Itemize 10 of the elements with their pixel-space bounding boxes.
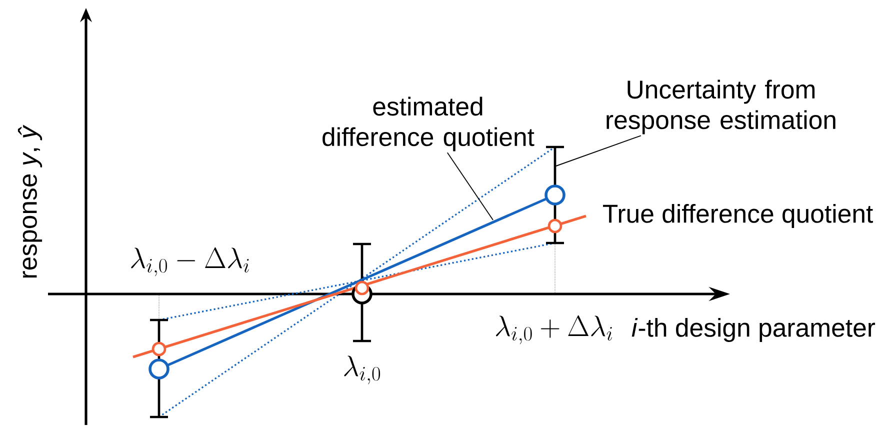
axis-label: response y, ŷ: [18, 124, 42, 278]
curve-label: True difference quotient: [603, 204, 873, 228]
axis-label: i-th design parameter: [632, 318, 876, 342]
point-label: $\lambda_{i,0} - \Delta\lambda_i$: [131, 247, 249, 276]
point-label: $\lambda_{i,0}$: [344, 356, 380, 384]
callout-text: estimated difference quotient: [322, 96, 534, 152]
point-label: $\lambda_{i,0} + \Delta\lambda_i$: [496, 315, 612, 344]
callout-text: Uncertainty from response estimation: [606, 80, 836, 134]
leader-line: [446, 152, 494, 220]
leader-line: [556, 135, 642, 166]
